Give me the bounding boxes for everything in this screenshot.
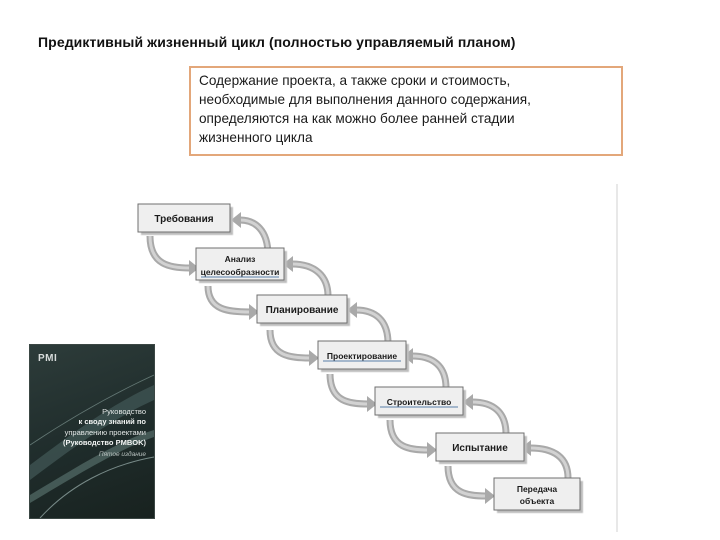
pmi-logo: PMI [38, 353, 58, 364]
cover-line-1: Руководство [102, 407, 146, 416]
cover-line-2: к своду знаний по [78, 417, 147, 426]
step-design-label: Проектирование [327, 351, 397, 361]
curved-arrow-icon [403, 348, 450, 389]
step-testing-label: Испытание [452, 443, 508, 454]
book-cover: PMI Руководство к своду знаний по управл… [29, 344, 155, 519]
curved-arrow-icon [204, 285, 259, 320]
step-feasibility-label-2: целесообразности [201, 267, 280, 277]
curved-arrow-icon [463, 394, 510, 435]
step-handover: Передача объекта [493, 477, 583, 513]
step-handover-label-1: Передача [517, 484, 558, 494]
step-feasibility: Анализ целесообразности [195, 247, 287, 283]
step-requirements: Требования [137, 203, 233, 235]
curved-arrow-icon [146, 235, 199, 276]
step-design: Проектирование [317, 340, 409, 372]
step-construction-label: Строительство [387, 397, 452, 407]
cover-line-5: Пятое издание [98, 451, 146, 458]
curved-arrow-icon [266, 329, 319, 366]
curved-arrow-icon [326, 373, 377, 412]
callout-box: Содержание проекта, а также сроки и стои… [189, 66, 623, 156]
callout-line-4: жизненного цикла [199, 130, 313, 145]
step-feasibility-label-1: Анализ [225, 254, 256, 264]
curved-arrow-icon [444, 465, 495, 504]
callout-line-1: Содержание проекта, а также сроки и стои… [199, 73, 511, 88]
arrows-up [231, 212, 572, 479]
curved-arrow-icon [283, 256, 332, 297]
curved-arrow-icon [347, 302, 392, 344]
callout-line-3: определяются на как можно более ранней с… [199, 111, 515, 126]
cover-swoosh-graphic [30, 374, 154, 518]
cover-line-4: (Руководство PMBOK) [63, 438, 146, 447]
callout-line-2: необходимые для выполнения данного содер… [199, 92, 531, 107]
arrows-down [146, 235, 495, 504]
step-requirements-label: Требования [154, 213, 213, 225]
slide-title: Предиктивный жизненный цикл (полностью у… [38, 34, 516, 50]
curved-arrow-icon [521, 440, 572, 479]
step-planning-label: Планирование [266, 305, 339, 316]
step-testing: Испытание [435, 432, 527, 464]
step-handover-label-2: объекта [520, 496, 555, 506]
curved-arrow-icon [386, 419, 437, 458]
step-construction: Строительство [374, 386, 466, 418]
cover-line-3: управлению проектами [64, 428, 146, 437]
step-planning: Планирование [256, 294, 350, 326]
